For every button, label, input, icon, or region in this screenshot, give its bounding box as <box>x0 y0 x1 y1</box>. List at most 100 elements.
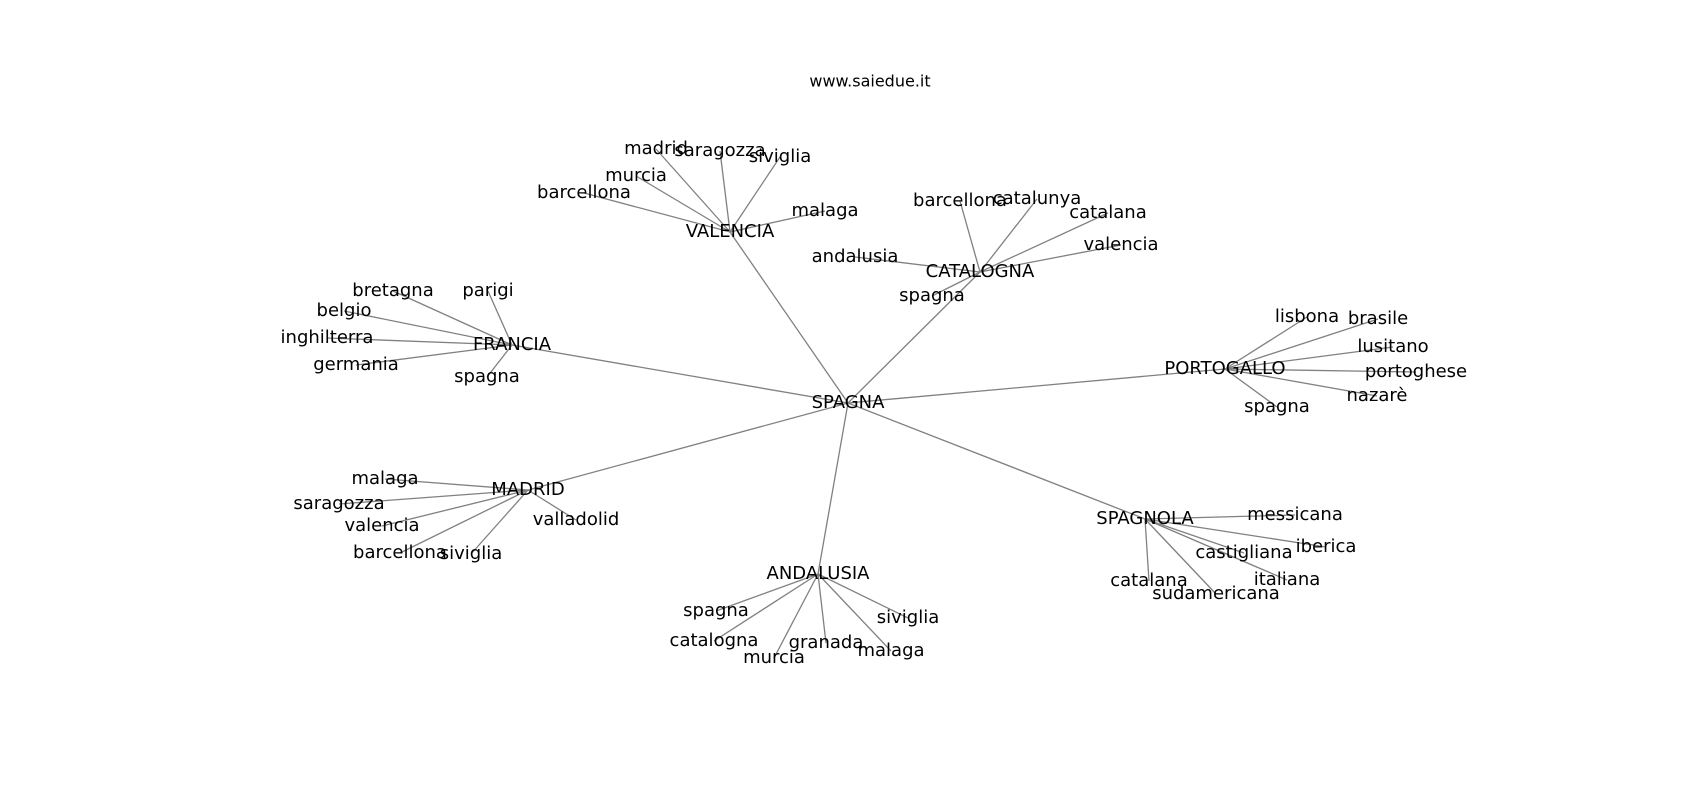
leaf-node-label: belgio <box>317 300 372 321</box>
edge-valencia-1 <box>719 150 731 233</box>
leaf-node-label: siviglia <box>440 543 503 564</box>
leaf-node-label: parigi <box>462 280 513 301</box>
leaf-node-label: malaga <box>351 468 418 489</box>
edge-andalusia-4 <box>817 573 892 652</box>
leaf-node-label: barcellona <box>913 190 1007 211</box>
edge-portogallo-0 <box>1224 316 1308 370</box>
edge-portogallo-4 <box>1224 368 1378 397</box>
edge-root-spagnola <box>847 402 1146 520</box>
edge-portogallo-3 <box>1224 368 1417 373</box>
edge-andalusia-2 <box>817 573 827 644</box>
edge-catalogna-5 <box>931 271 981 297</box>
leaf-node-label: saragozza <box>674 140 765 161</box>
edge-portogallo-5 <box>1224 368 1278 408</box>
edge-root-catalogna <box>847 271 981 404</box>
leaf-node-label: murcia <box>605 165 667 186</box>
edge-valencia-3 <box>635 175 731 233</box>
edge-root-portogallo <box>847 368 1226 404</box>
edge-francia-2 <box>343 310 513 346</box>
edge-catalogna-1 <box>979 198 1038 273</box>
edge-francia-3 <box>326 337 513 346</box>
leaf-node-label: spagna <box>683 600 749 621</box>
leaf-node-label: saragozza <box>293 493 384 514</box>
leaf-node-label: valladolid <box>533 509 620 530</box>
edge-portogallo-2 <box>1224 346 1394 370</box>
edge-madrid-0 <box>384 478 529 491</box>
leaf-node-label: barcellona <box>353 542 447 563</box>
leaf-node-label: brasile <box>1348 308 1408 329</box>
edge-spagnola-3 <box>1144 518 1288 581</box>
edge-root-francia <box>511 344 849 404</box>
edge-valencia-2 <box>729 156 781 233</box>
edge-root-madrid <box>527 402 849 491</box>
edge-catalogna-0 <box>959 200 981 273</box>
leaf-node-label: catalogna <box>670 630 759 651</box>
edge-francia-5 <box>486 344 513 378</box>
edge-spagnola-4 <box>1144 518 1150 582</box>
leaf-node-label: granada <box>789 632 864 653</box>
root-node-label: SPAGNA <box>812 392 886 413</box>
edge-andalusia-5 <box>817 573 909 619</box>
edges <box>326 148 1417 659</box>
edge-madrid-1 <box>338 489 529 505</box>
leaf-node-label: spagna <box>1244 396 1310 417</box>
leaf-node-label: siviglia <box>749 146 812 167</box>
leaf-node-label: catalana <box>1110 570 1187 591</box>
edge-andalusia-1 <box>713 573 819 642</box>
edge-catalogna-3 <box>979 244 1122 273</box>
edge-catalogna-2 <box>979 212 1109 273</box>
leaf-node-label: iberica <box>1296 536 1357 557</box>
edge-valencia-5 <box>729 210 826 233</box>
edge-valencia-4 <box>583 192 731 233</box>
leaf-node-label: malaga <box>857 640 924 661</box>
edge-root-valencia <box>729 231 849 404</box>
leaf-node-label: inghilterra <box>281 327 374 348</box>
hub-node-label: CATALOGNA <box>926 261 1035 282</box>
edge-valencia-0 <box>655 148 731 233</box>
edge-spagnola-0 <box>1144 514 1296 520</box>
hub-node-label: FRANCIA <box>473 334 552 355</box>
edge-portogallo-1 <box>1224 318 1379 370</box>
edge-andalusia-3 <box>773 573 819 659</box>
leaf-node-label: portoghese <box>1365 361 1467 382</box>
leaf-node-label: siviglia <box>877 607 940 628</box>
hub-node-label: PORTOGALLO <box>1164 358 1285 379</box>
leaf-node-label: castigliana <box>1195 542 1292 563</box>
edge-spagnola-5 <box>1144 518 1217 595</box>
edge-madrid-2 <box>381 489 529 527</box>
edge-root-andalusia <box>817 402 849 575</box>
edge-madrid-4 <box>470 489 529 555</box>
leaf-node-label: catalana <box>1069 202 1146 223</box>
hub-node-label: MADRID <box>491 479 564 500</box>
hub-node-label: ANDALUSIA <box>767 563 871 584</box>
edge-francia-0 <box>392 290 513 346</box>
leaf-node-label: andalusia <box>812 246 899 267</box>
edge-madrid-3 <box>399 489 529 554</box>
leaf-node-label: malaga <box>791 200 858 221</box>
leaf-node-label: murcia <box>743 647 805 668</box>
leaf-node-label: lusitano <box>1357 336 1428 357</box>
leaf-node-label: germania <box>313 354 399 375</box>
leaf-node-label: barcellona <box>537 182 631 203</box>
leaf-node-label: nazarè <box>1347 385 1408 406</box>
edge-andalusia-0 <box>715 573 819 612</box>
hub-node-label: SPAGNOLA <box>1096 508 1194 529</box>
leaf-node-label: spagna <box>899 285 965 306</box>
leaf-node-label: sudamericana <box>1152 583 1280 604</box>
leaf-node-label: italiana <box>1254 569 1321 590</box>
leaf-node-label: valencia <box>344 515 419 536</box>
leaf-node-label: valencia <box>1083 234 1158 255</box>
edge-francia-4 <box>355 344 513 366</box>
leaf-node-label: messicana <box>1247 504 1343 525</box>
edge-catalogna-4 <box>854 256 981 273</box>
edge-spagnola-1 <box>1144 518 1327 548</box>
edge-francia-1 <box>487 290 513 346</box>
leaf-node-label: spagna <box>454 366 520 387</box>
leaf-node-label: madrid <box>624 138 688 159</box>
leaf-node-label: catalunya <box>993 188 1082 209</box>
hub-node-label: VALENCIA <box>686 221 775 242</box>
leaf-node-label: bretagna <box>352 280 433 301</box>
edge-madrid-5 <box>527 489 577 521</box>
site-label: www.saiedue.it <box>809 72 930 91</box>
